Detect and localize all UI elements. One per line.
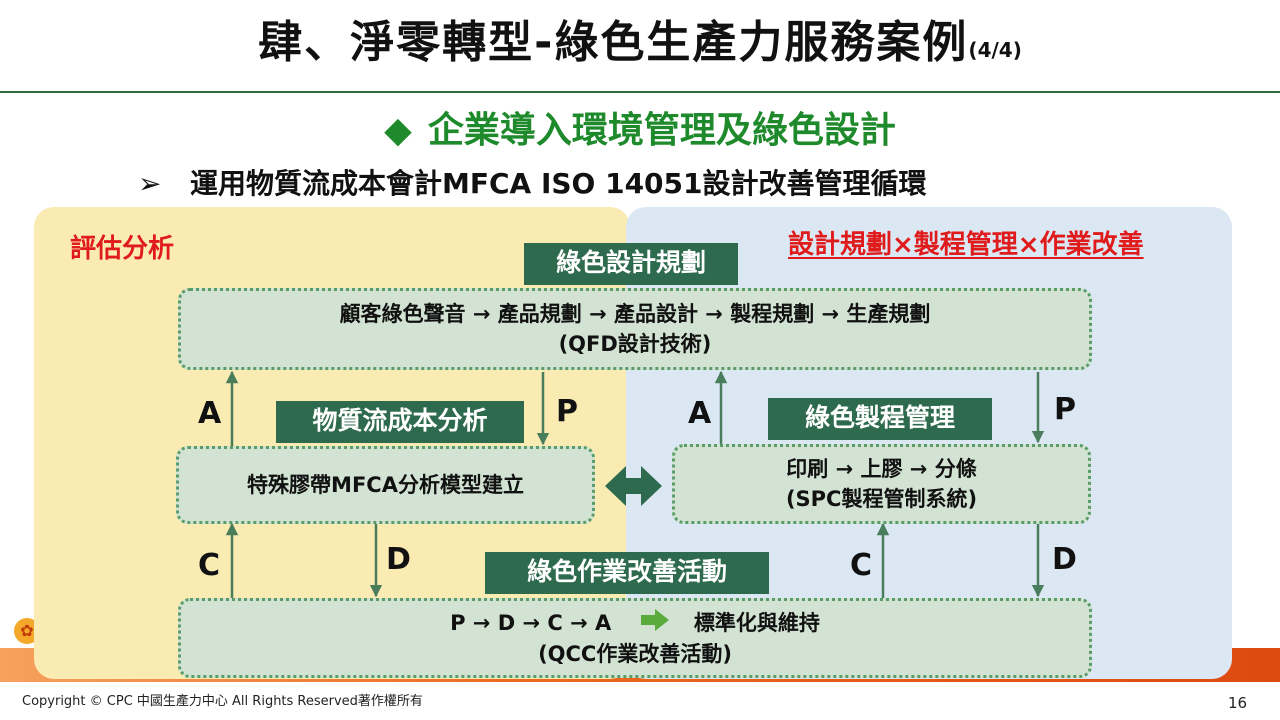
- double-arrow-icon: [605, 466, 662, 506]
- green-design-tag: 綠色設計規劃: [524, 243, 738, 285]
- bullet-text: 運用物質流成本會計MFCA ISO 14051設計改善管理循環: [190, 167, 927, 200]
- title-divider: [0, 91, 1280, 93]
- copyright-text: Copyright © CPC 中國生產力中心 All Rights Reser…: [22, 694, 423, 709]
- slide-title-suffix: (4/4): [968, 38, 1022, 62]
- qfd-box: 顧客綠色聲音 → 產品規劃 → 產品設計 → 製程規劃 → 生產規劃 (QFD設…: [178, 288, 1092, 370]
- qcc-line2: (QCC作業改善活動): [538, 641, 732, 666]
- letter-right-P: P: [1054, 392, 1076, 427]
- assessment-label: 評估分析: [70, 234, 175, 264]
- diamond-icon: ◆: [384, 110, 412, 151]
- mfca-box: 特殊膠帶MFCA分析模型建立: [176, 446, 595, 524]
- qcc-line1: P → D → C → A 標準化與維持: [450, 608, 820, 639]
- qcc-box: P → D → C → A 標準化與維持 (QCC作業改善活動): [178, 598, 1092, 678]
- green-right-arrow-icon: [640, 608, 669, 639]
- letter-left-D: D: [386, 542, 411, 577]
- slide-title: 肆、淨零轉型-綠色生產力服務案例(4/4): [0, 6, 1280, 70]
- spc-box: 印刷 → 上膠 → 分條 (SPC製程管制系統): [672, 444, 1091, 524]
- spc-line1: 印刷 → 上膠 → 分條: [786, 457, 977, 481]
- spc-line2: (SPC製程管制系統): [785, 487, 978, 511]
- slide-title-text: 肆、淨零轉型-綠色生產力服務案例: [258, 17, 969, 68]
- page-number: 16: [1228, 694, 1248, 712]
- letter-right-D: D: [1052, 542, 1077, 577]
- section-subtitle: ◆ 企業導入環境管理及綠色設計: [0, 101, 1280, 153]
- qfd-line2: (QFD設計技術): [558, 332, 712, 356]
- green-process-tag: 綠色製程管理: [768, 398, 992, 440]
- design-label: 設計規劃×製程管理×作業改善: [788, 230, 1144, 260]
- bullet-line: ➢ 運用物質流成本會計MFCA ISO 14051設計改善管理循環: [138, 162, 927, 202]
- qfd-line1: 顧客綠色聲音 → 產品規劃 → 產品設計 → 製程規劃 → 生產規劃: [339, 302, 931, 326]
- standardize-text: 標準化與維持: [693, 610, 820, 635]
- letter-right-C: C: [850, 548, 873, 583]
- section-subtitle-text: 企業導入環境管理及綠色設計: [427, 110, 896, 151]
- letter-left-A: A: [198, 396, 222, 431]
- arrow-bullet-icon: ➢: [138, 167, 162, 200]
- letter-right-A: A: [688, 396, 712, 431]
- letter-left-C: C: [198, 548, 221, 583]
- material-flow-tag: 物質流成本分析: [276, 401, 524, 443]
- pdca-text: P → D → C → A: [450, 610, 612, 635]
- letter-left-P: P: [556, 394, 578, 429]
- green-work-improvement-tag: 綠色作業改善活動: [485, 552, 769, 594]
- mfca-line1: 特殊膠帶MFCA分析模型建立: [247, 473, 524, 497]
